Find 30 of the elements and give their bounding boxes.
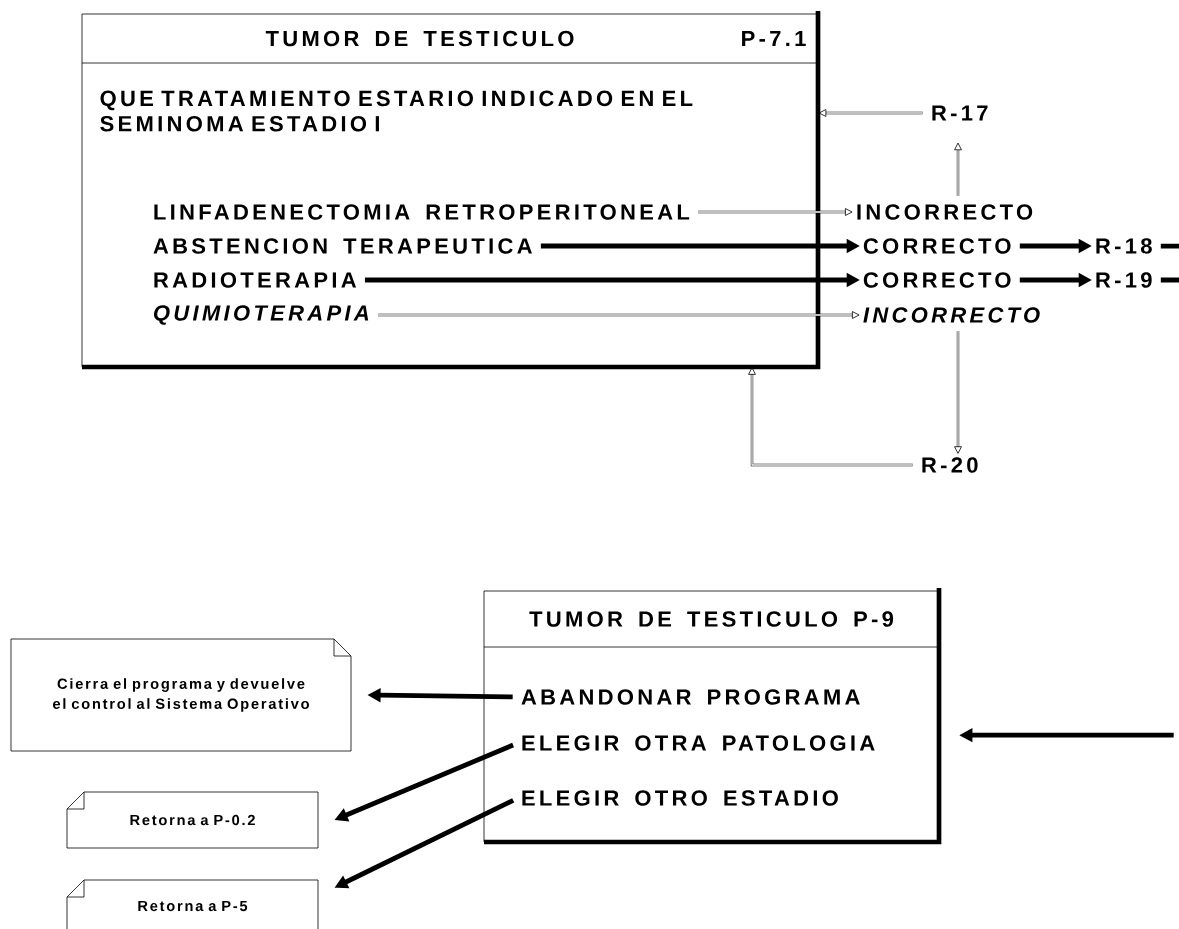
option-text: LINFADENECTOMIA RETROPERITONEAL [154,204,690,220]
option-text: ABANDONAR PROGRAMA [521,689,860,705]
option-text: R-20 [922,457,978,473]
arrow [377,311,860,319]
option-text: ABSTENCION TERAPEUTICA [153,238,532,254]
arrow [954,142,962,197]
option-text: R-17 [932,105,988,121]
option-text: QUIMIOTERAPIA [154,305,369,325]
question-panel [81,11,821,370]
question-text: QUE TRATAMIENTO ESTARIO INDICADO EN EL SEMINOMA ESTADIO I [100,90,693,132]
note-box: Cierra el programa y devuelve el control al Sistema Operativo [10,638,352,752]
question-panel [483,588,942,845]
arrow [818,109,924,117]
arrow [748,367,914,467]
option-text: ELEGIR OTRO ESTADIO [522,790,838,806]
note-box: Retorna a P-5 [66,879,319,929]
option-text: R-19 [1096,272,1152,288]
option-text: CORRECTO [863,272,1011,288]
option-text: R-18 [1096,238,1152,254]
option-text: CORRECTO [863,238,1011,254]
option-text: INCORRECTO [863,307,1040,323]
note-box: Retorna a P-0.2 [66,791,319,849]
page-code: P-7.1 [742,30,806,47]
panel-title: TUMOR DE TESTICULO [265,30,574,47]
option-text: ELEGIR OTRA PATOLOGIA [522,735,875,751]
option-text: RADIOTERAPIA [154,272,357,288]
panel-title: TUMOR DE TESTICULO P-9 [529,611,894,627]
arrow [697,208,853,216]
option-text: INCORRECTO [857,204,1033,220]
arrow [954,330,962,454]
